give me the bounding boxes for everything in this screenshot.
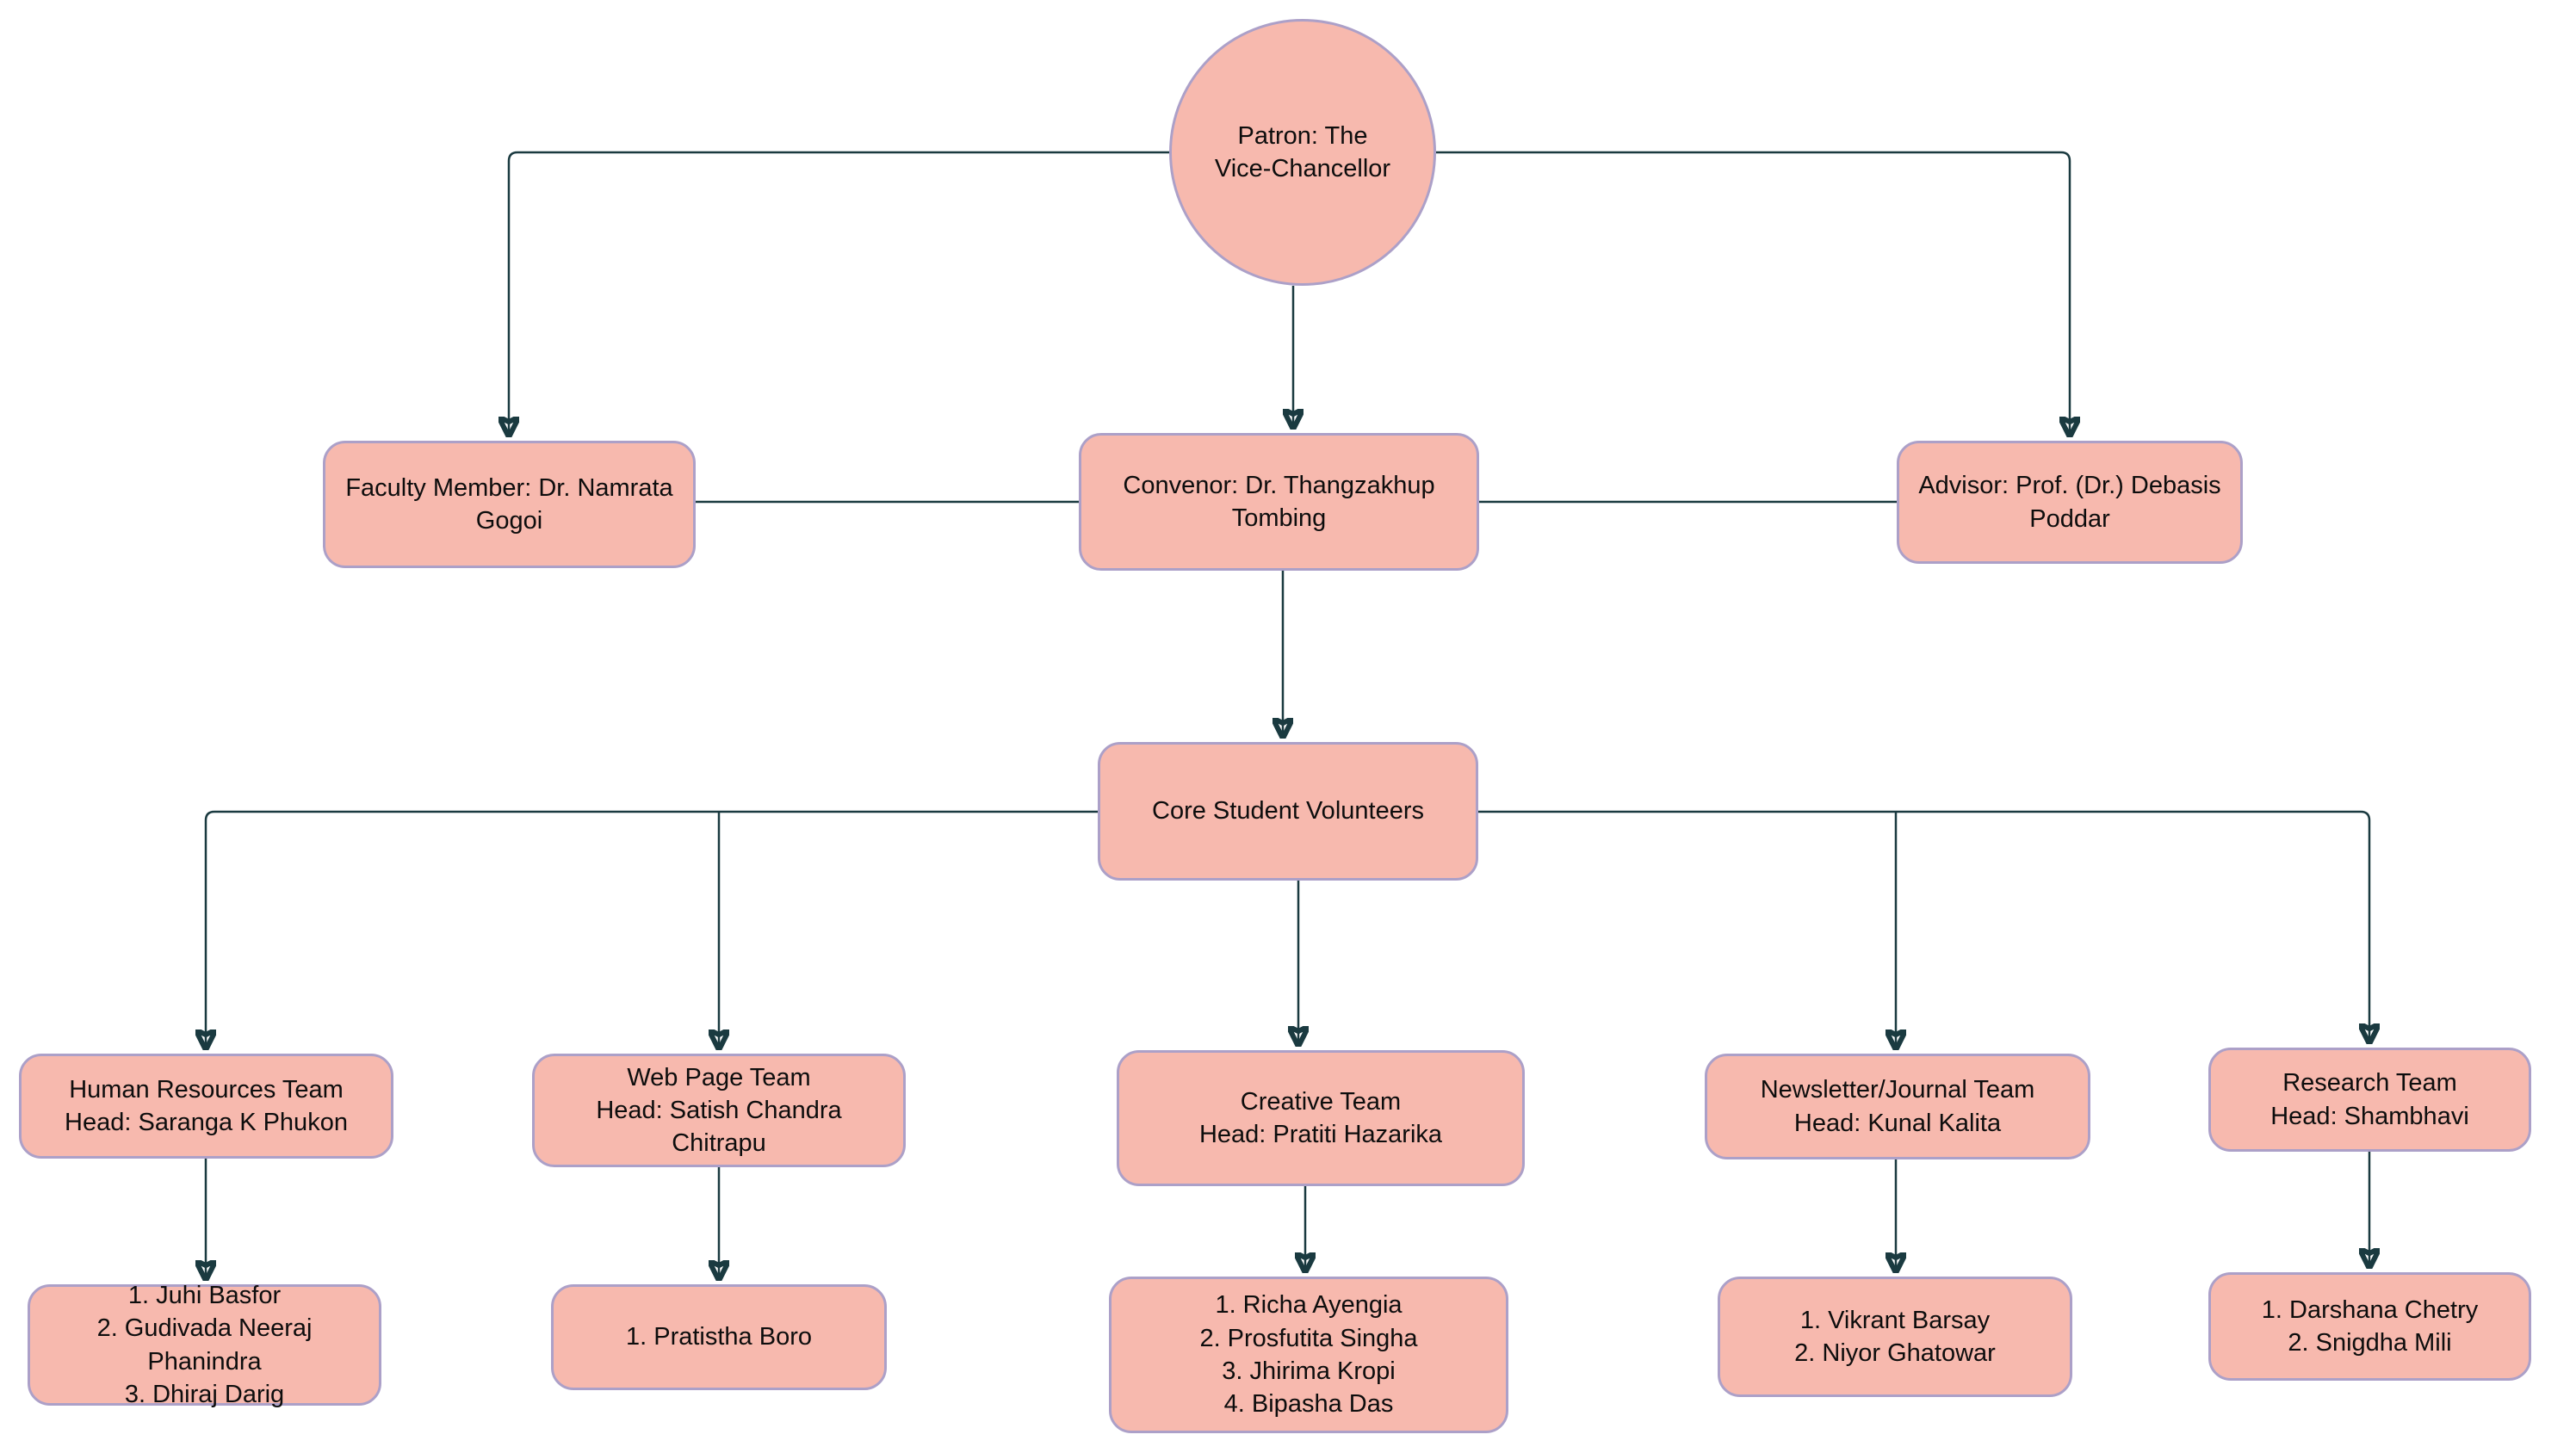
node-patron-label: Patron: The Vice-Chancellor bbox=[1214, 121, 1391, 182]
node-faculty: Faculty Member: Dr. Namrata Gogoi bbox=[323, 441, 696, 568]
node-creative-members: 1. Richa Ayengia 2. Prosfutita Singha 3. J… bbox=[1109, 1277, 1508, 1433]
member-item: 2. Prosfutita Singha bbox=[1199, 1324, 1418, 1352]
node-creative-team: Creative Team Head: Pratiti Hazarika bbox=[1117, 1050, 1525, 1186]
member-item: 2. Gudivada Neeraj Phanindra bbox=[96, 1314, 313, 1376]
team-name: Research Team bbox=[2282, 1069, 2457, 1097]
node-research-members: 1. Darshana Chetry 2. Snigdha Mili bbox=[2208, 1272, 2531, 1381]
node-patron: Patron: The Vice-Chancellor bbox=[1169, 19, 1436, 286]
team-head: Head: Kunal Kalita bbox=[1793, 1109, 2002, 1137]
node-core-label: Core Student Volunteers bbox=[1152, 797, 1424, 825]
member-item: 2. Niyor Ghatowar bbox=[1794, 1339, 1996, 1367]
node-web-team: Web Page Team Head: Satish Chandra Chitr… bbox=[532, 1054, 906, 1167]
edge-core-hr-team bbox=[206, 810, 1098, 1048]
member-item: 1. Vikrant Barsay bbox=[1799, 1306, 1991, 1334]
member-item: 1. Darshana Chetry bbox=[2261, 1295, 2479, 1324]
member-item: 3. Jhirima Kropi bbox=[1222, 1357, 1396, 1385]
member-item: 3. Dhiraj Darig bbox=[124, 1380, 285, 1408]
member-item: 1. Richa Ayengia bbox=[1215, 1291, 1403, 1320]
team-name: Newsletter/Journal Team bbox=[1760, 1076, 2035, 1104]
node-hr-team: Human Resources Team Head: Saranga K Phu… bbox=[19, 1054, 393, 1159]
member-item: 4. Bipasha Das bbox=[1223, 1390, 1394, 1419]
node-web-members: 1. Pratistha Boro bbox=[551, 1284, 887, 1390]
node-advisor-label: Advisor: Prof. (Dr.) Debasis Poddar bbox=[1918, 472, 2221, 533]
team-head: Head: Satish Chandra Chitrapu bbox=[596, 1096, 842, 1158]
node-core-student-volunteers: Core Student Volunteers bbox=[1098, 742, 1478, 881]
node-faculty-label: Faculty Member: Dr. Namrata Gogoi bbox=[345, 473, 673, 535]
team-head: Head: Shambhavi bbox=[2270, 1102, 2469, 1130]
team-name: Human Resources Team bbox=[69, 1075, 344, 1104]
edge-core-research-team bbox=[1478, 810, 2369, 1042]
node-advisor: Advisor: Prof. (Dr.) Debasis Poddar bbox=[1897, 441, 2243, 564]
team-head: Head: Pratiti Hazarika bbox=[1198, 1121, 1443, 1148]
team-head: Head: Saranga K Phukon bbox=[65, 1109, 348, 1136]
node-convenor: Convenor: Dr. Thangzakhup Tombing bbox=[1079, 433, 1479, 571]
edge-patron-advisor bbox=[1436, 151, 2070, 436]
edge-patron-faculty bbox=[509, 151, 1169, 436]
node-newsletter-members: 1. Vikrant Barsay 2. Niyor Ghatowar bbox=[1718, 1277, 2072, 1397]
team-name: Web Page Team bbox=[627, 1063, 811, 1091]
team-name: Creative Team bbox=[1240, 1087, 1402, 1116]
member-item: 1. Pratistha Boro bbox=[626, 1323, 812, 1351]
member-item: 1. Juhi Basfor bbox=[127, 1281, 282, 1309]
node-hr-members: 1. Juhi Basfor 2. Gudivada Neeraj Phanind… bbox=[28, 1282, 381, 1408]
node-newsletter-team: Newsletter/Journal Team Head: Kunal Kali… bbox=[1705, 1054, 2090, 1159]
member-item: 2. Snigdha Mili bbox=[2288, 1329, 2452, 1357]
node-convenor-label: Convenor: Dr. Thangzakhup Tombing bbox=[1123, 471, 1435, 532]
node-research-team: Research Team Head: Shambhavi bbox=[2208, 1048, 2531, 1152]
